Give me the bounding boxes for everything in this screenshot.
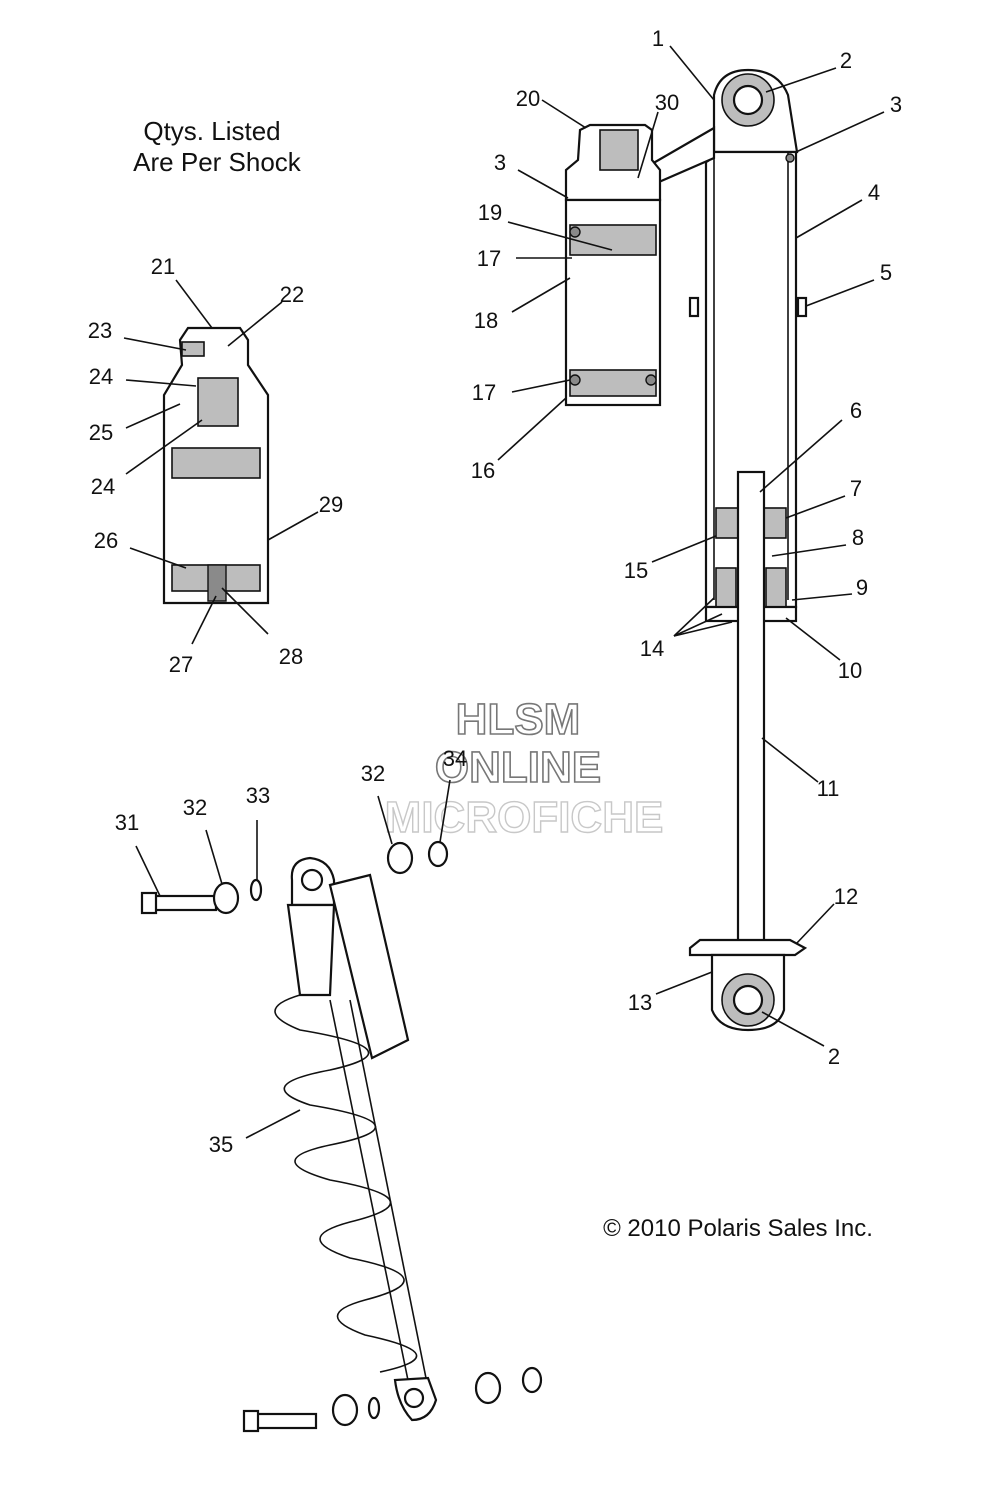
callout-18: 18 <box>474 308 498 333</box>
callout-32-right: 32 <box>361 761 385 786</box>
callout-11: 11 <box>817 776 840 801</box>
callout-numbers: 1 2 3 4 5 6 7 8 9 10 11 12 13 14 15 2 20… <box>88 26 902 1157</box>
callout-29: 29 <box>319 492 343 517</box>
reservoir-end <box>569 369 657 397</box>
callout-35: 35 <box>209 1132 233 1157</box>
callout-20: 20 <box>516 86 540 111</box>
ifp-piston <box>569 224 657 256</box>
hardware-bottom <box>242 1366 543 1433</box>
callout-34: 34 <box>443 746 467 771</box>
callout-17-upper: 17 <box>477 246 501 271</box>
leader-lines <box>123 45 885 1139</box>
reservoir-detail-section <box>162 326 270 605</box>
washer-lower <box>367 1396 381 1420</box>
reservoir-section <box>564 123 662 407</box>
callout-25: 25 <box>89 420 113 445</box>
callout-24-upper: 24 <box>89 364 113 389</box>
callout-31: 31 <box>115 810 139 835</box>
assembled-shock <box>274 856 438 1422</box>
bushing-32 <box>212 881 240 915</box>
detail-ifp <box>171 447 261 479</box>
callout-12: 12 <box>834 884 858 909</box>
bushing-lower-b <box>474 1371 502 1405</box>
seal-head-right <box>765 567 787 613</box>
shaft <box>736 470 766 974</box>
callout-9: 9 <box>856 575 868 600</box>
bolt-lower <box>248 1412 318 1430</box>
assembled-reservoir <box>328 873 410 1060</box>
washer-33 <box>249 878 263 902</box>
callout-19: 19 <box>478 200 502 225</box>
callout-2-bottom: 2 <box>828 1044 840 1069</box>
seal-head-left <box>715 567 737 613</box>
callout-21: 21 <box>151 254 175 279</box>
nut-34 <box>427 840 449 868</box>
copyright-text: © 2010 Polaris Sales Inc. <box>603 1215 873 1242</box>
callout-7: 7 <box>850 476 862 501</box>
callout-6: 6 <box>850 398 862 423</box>
top-eye-hole <box>732 84 764 116</box>
callout-13: 13 <box>628 990 652 1015</box>
callout-32-left: 32 <box>183 795 207 820</box>
callout-23: 23 <box>88 318 112 343</box>
callout-10: 10 <box>838 658 862 683</box>
callout-8: 8 <box>852 525 864 550</box>
callout-22: 22 <box>280 282 304 307</box>
callout-24-lower: 24 <box>91 474 115 499</box>
coil-spring <box>274 994 418 1373</box>
callout-33: 33 <box>246 783 270 808</box>
hardware-top <box>140 840 449 915</box>
nut-lower <box>521 1366 543 1394</box>
qty-note-line1: Qtys. Listed <box>143 116 280 146</box>
main-shock-section <box>648 68 808 1032</box>
piston-right <box>761 507 787 539</box>
bushing-32b <box>386 841 414 875</box>
watermark: HLSM ONLINE MICROFICHE <box>384 694 664 843</box>
piston-left <box>715 507 741 539</box>
callout-1: 1 <box>652 26 664 51</box>
watermark-line1: HLSM <box>456 695 581 744</box>
callout-3-reservoir: 3 <box>494 150 506 175</box>
bushing-lower <box>331 1393 359 1427</box>
callout-16: 16 <box>471 458 495 483</box>
watermark-line2: ONLINE <box>435 743 601 792</box>
callout-3-main: 3 <box>890 92 902 117</box>
callout-17-lower: 17 <box>472 380 496 405</box>
callout-5: 5 <box>880 260 892 285</box>
callout-15: 15 <box>624 558 648 583</box>
callout-28: 28 <box>279 644 303 669</box>
callout-26: 26 <box>94 528 118 553</box>
assembled-body <box>286 903 336 997</box>
watermark-line3: MICROFICHE <box>385 793 664 842</box>
bumper-cup <box>688 938 808 957</box>
callout-2-top: 2 <box>840 48 852 73</box>
qty-note-line2: Are Per Shock <box>133 147 302 177</box>
callout-27: 27 <box>169 652 193 677</box>
callout-14: 14 <box>640 636 664 661</box>
callout-4: 4 <box>868 180 880 205</box>
callout-30: 30 <box>655 90 679 115</box>
